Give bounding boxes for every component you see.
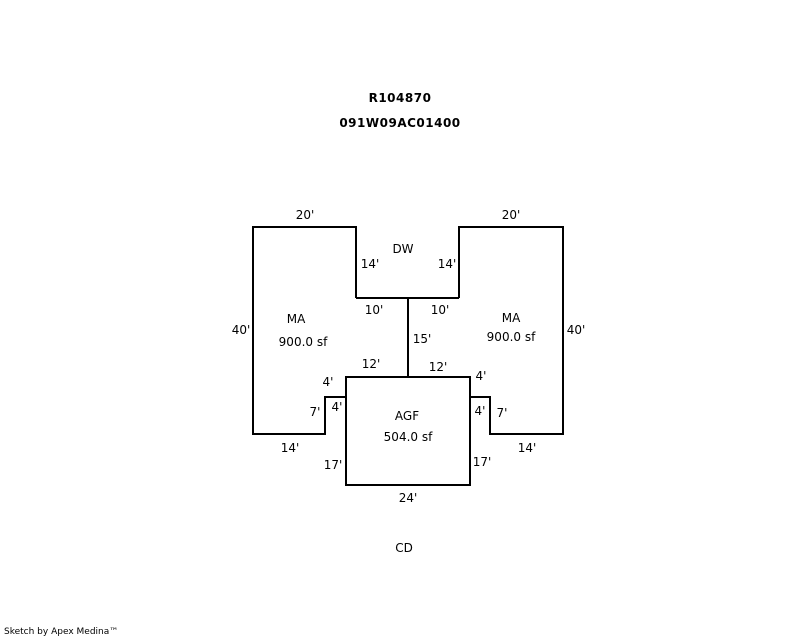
dim-right-step-h: 4' (476, 369, 487, 383)
dim-agf-right-upper: 4' (475, 404, 486, 418)
right-ma-size: 900.0 sf (487, 330, 536, 344)
agf-outline (345, 376, 471, 486)
dim-right-top: 20' (502, 208, 521, 222)
left-ma-outline (252, 226, 357, 435)
dim-right-inner: 14' (438, 257, 457, 271)
dim-right-step-v: 7' (497, 406, 508, 420)
dim-left-inner: 14' (361, 257, 380, 271)
cd-label: CD (395, 541, 413, 555)
dim-right-side: 40' (567, 323, 586, 337)
dim-agf-left: 17' (324, 458, 343, 472)
dim-left-step-v: 7' (310, 405, 321, 419)
dim-connector: 15' (413, 332, 432, 346)
dim-left-top: 20' (296, 208, 315, 222)
dim-left-step-h: 4' (323, 375, 334, 389)
dw-label: DW (392, 242, 413, 256)
dim-left-side: 40' (232, 323, 251, 337)
agf-label: AGF (395, 409, 419, 423)
dim-right-bottom: 14' (518, 441, 537, 455)
right-ma-outline (458, 226, 564, 435)
dim-agf-right: 17' (473, 455, 492, 469)
account-id: R104870 (368, 91, 432, 105)
dim-agf-bottom: 24' (399, 491, 418, 505)
dim-agf-left-upper: 4' (332, 400, 343, 414)
agf-size: 504.0 sf (384, 430, 433, 444)
left-ma-label: MA (287, 312, 306, 326)
map-number: 091W09AC01400 (339, 116, 461, 130)
dim-agf-top-left: 12' (362, 357, 381, 371)
sketch-credit: Sketch by Apex Medina™ (4, 627, 119, 637)
dim-left-notch: 10' (365, 303, 384, 317)
right-ma-label: MA (502, 311, 521, 325)
dim-left-bottom: 14' (281, 441, 300, 455)
left-ma-size: 900.0 sf (279, 335, 328, 349)
dim-right-notch: 10' (431, 303, 450, 317)
dim-agf-top-right: 12' (429, 360, 448, 374)
